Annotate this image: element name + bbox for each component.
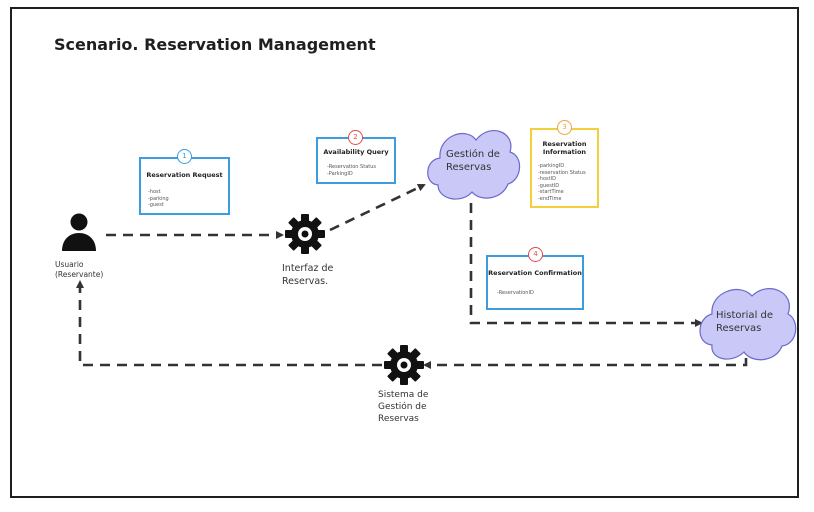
diagram-title: Scenario. Reservation Management: [54, 35, 376, 54]
card-reservation-information: Reservation Information -parkingID -rese…: [530, 128, 599, 208]
actor-label-line2: (Reservante): [55, 270, 104, 280]
gear-icon: [285, 214, 325, 254]
user-icon: [62, 213, 96, 251]
card-item: -startTime: [538, 189, 564, 195]
card-item: -parking: [148, 195, 169, 202]
interfaz-label: Interfaz de Reservas.: [282, 263, 333, 289]
gear-icon: [384, 345, 424, 385]
card-item: -guestID: [538, 182, 560, 189]
card-item: -reservation Status: [538, 169, 586, 176]
gestion-line2: Reservas: [446, 162, 492, 173]
sistema-line2: Gestión de: [378, 402, 427, 413]
cloud-gestion: [427, 130, 521, 200]
edge-interfaz-gestion: [329, 183, 426, 232]
card-item: -parkingID: [538, 163, 565, 169]
card-title: Reservation Confirmation: [488, 269, 582, 277]
card-items: -Reservation Status -ParkingID: [327, 164, 394, 177]
step-badge-2: 2: [348, 130, 363, 145]
step-badge-4: 4: [528, 247, 543, 262]
edge-gestion-historial: [469, 203, 703, 327]
edge-historial-sistema: [423, 358, 748, 369]
card-items: -ReservationID: [497, 290, 582, 297]
card-item: -host: [148, 189, 161, 195]
actor-label: Usuario (Reservante): [55, 260, 103, 280]
card-title-line1: Reservation: [542, 140, 587, 148]
historial-cloud-label: Historial de Reservas: [716, 309, 773, 335]
card-item: -endTime: [538, 195, 562, 202]
card-reservation-request: Reservation Request -host -parking -gues…: [139, 157, 230, 215]
step-badge-3: 3: [557, 120, 572, 135]
card-title: Reservation Request: [146, 171, 223, 179]
diagram-frame: [10, 7, 799, 498]
card-item: -hostID: [538, 176, 556, 182]
card-item: -Reservation Status: [327, 164, 376, 170]
card-title-line2: Information: [542, 148, 587, 156]
edge-sistema-usuario: [76, 280, 382, 367]
card-items: -parkingID -reservation Status -hostID -…: [538, 163, 597, 202]
card-title: Availability Query: [323, 148, 389, 156]
interfaz-line1: Interfaz de: [282, 263, 334, 274]
historial-line1: Historial de: [716, 310, 774, 321]
historial-line2: Reservas: [716, 323, 762, 334]
card-items: -host -parking -guest: [148, 189, 228, 209]
card-item: -guest: [148, 202, 164, 208]
card-reservation-confirmation: Reservation Confirmation -ReservationID: [486, 255, 584, 310]
card-item: -ParkingID: [327, 170, 353, 177]
cloud-historial: [699, 288, 797, 361]
sistema-line1: Sistema de: [378, 390, 429, 400]
card-item: -ReservationID: [497, 290, 534, 296]
gestion-cloud-label: Gestión de Reservas: [446, 148, 500, 174]
interfaz-line2: Reservas.: [282, 275, 329, 287]
sistema-line3: Reservas: [378, 414, 419, 425]
step-badge-1: 1: [177, 149, 192, 164]
actor-label-line1: Usuario: [55, 260, 84, 269]
sistema-label: Sistema de Gestión de Reservas: [378, 389, 428, 425]
gestion-line1: Gestión de: [446, 149, 500, 160]
